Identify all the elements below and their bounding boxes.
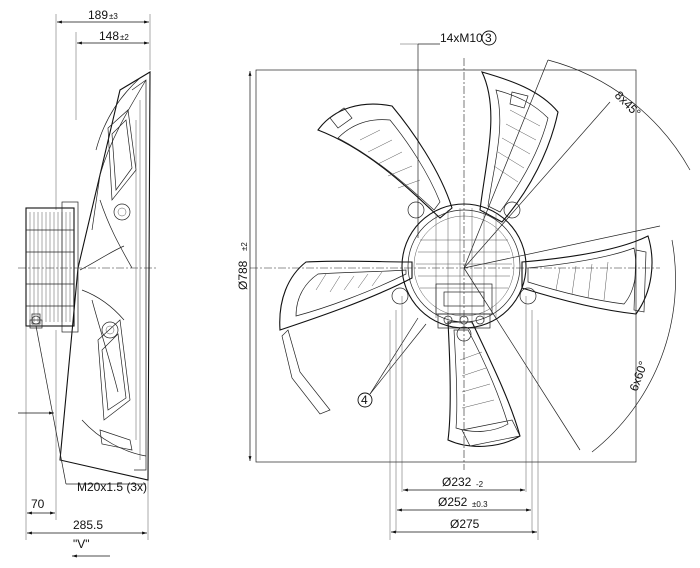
cable-gland-callout: M20x1.5 (3x): [35, 325, 147, 494]
dimension-788-tolerance: ±2: [240, 242, 249, 251]
dimension-189-value: 189: [88, 8, 108, 22]
side-blade-profile: [59, 71, 151, 481]
dimension-189-tolerance: ±3: [109, 12, 118, 21]
dimension-285-5-value: 285.5: [73, 518, 103, 532]
dimension-189: 189 ±3: [55, 8, 151, 210]
dimension-232-value: Ø232: [442, 475, 472, 489]
dimension-232-tolerance: -2: [476, 480, 484, 489]
callout-4-label: 4: [361, 393, 368, 407]
angle-6x60: 6x60°: [463, 225, 676, 453]
angle-8x45-label: 8x45°: [612, 88, 644, 120]
dimension-285-5: 285.5: [27, 480, 149, 540]
dimension-252: Ø252 ±0.3: [395, 310, 533, 532]
dimension-70-value: 70: [31, 497, 45, 511]
front-view: Ø788 ±2 14xM10 3 8x45° 6x60°: [236, 30, 691, 540]
side-view: 189 ±3 148 ±2: [18, 8, 156, 558]
view-v-label: "V": [73, 537, 90, 551]
dimension-232: Ø232 -2: [401, 296, 527, 492]
dimension-275-value: Ø275: [450, 517, 480, 531]
view-direction-v: "V": [72, 537, 110, 558]
dimension-148-tolerance: ±2: [120, 33, 129, 42]
fan-outline-frame: [255, 69, 637, 463]
dimension-788-value: Ø788: [236, 260, 250, 290]
dimension-148: 148 ±2: [75, 29, 149, 120]
dimension-788: Ø788 ±2: [236, 71, 252, 461]
dimension-275: Ø275: [389, 320, 539, 540]
fan-hub: [391, 201, 537, 342]
fan-blades: [279, 71, 653, 447]
callout-4: 4: [357, 317, 427, 408]
cable-gland-label: M20x1.5 (3x): [77, 480, 147, 494]
dimension-148-value: 148: [99, 29, 119, 43]
thread-14xM10-label: 14xM10: [440, 31, 483, 45]
side-motor: [25, 201, 79, 333]
callout-3-label: 3: [485, 31, 492, 45]
angle-8x45: 8x45°: [463, 59, 691, 269]
dimension-70: 70: [18, 326, 57, 540]
dimension-252-tolerance: ±0.3: [472, 500, 488, 509]
dimension-252-value: Ø252: [438, 495, 468, 509]
